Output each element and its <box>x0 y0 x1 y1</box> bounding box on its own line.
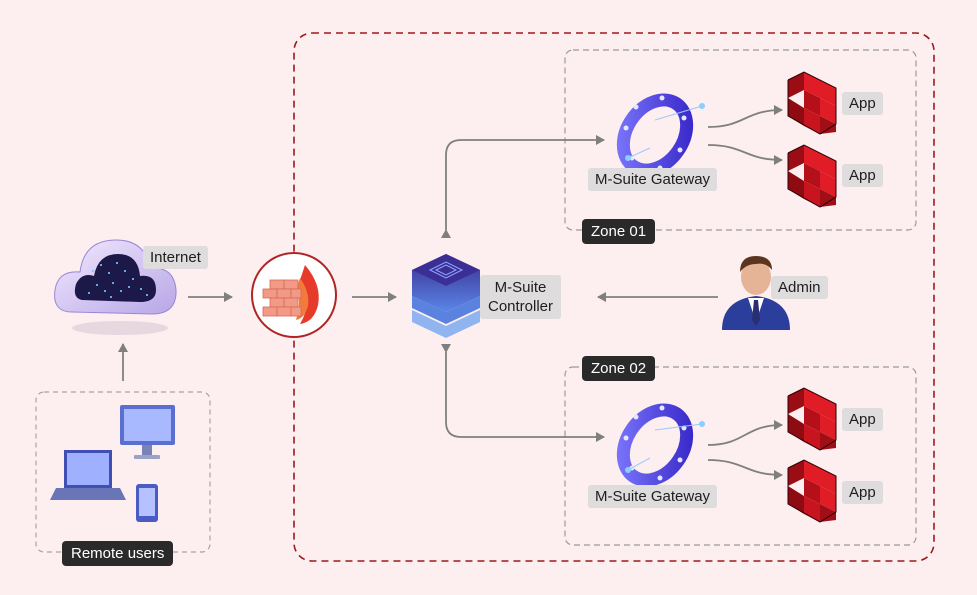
app-cubes-icon <box>787 387 837 451</box>
arrow-gw2-app3 <box>707 420 783 446</box>
firewall-icon <box>251 252 337 338</box>
remote-users-label: Remote users <box>62 541 174 566</box>
arrow-gw1-app1 <box>707 105 783 128</box>
gateway-2-label: M-Suite Gateway <box>588 485 718 508</box>
arrow-controller-gateway-2 <box>441 344 605 442</box>
app-cubes-icon <box>787 144 837 208</box>
gateway-ring-icon <box>616 93 705 177</box>
zone-02-label: Zone 02 <box>582 356 656 381</box>
zone-02-boundary <box>564 366 917 546</box>
arrow-controller-gateway-1 <box>441 135 605 238</box>
admin-label: Admin <box>771 276 828 299</box>
arrow-gw1-app2 <box>707 144 783 165</box>
devices-icon <box>50 405 175 522</box>
controller-label-line1: M-Suite <box>494 279 547 296</box>
connections <box>118 105 783 480</box>
app-label: App <box>842 408 883 431</box>
zone-01-label: Zone 01 <box>582 219 656 244</box>
internet-label: Internet <box>143 246 208 269</box>
app-label: App <box>842 481 883 504</box>
controller-label-line2: Controller <box>488 298 554 315</box>
gateway-1-label: M-Suite Gateway <box>588 168 718 191</box>
gateway-ring-icon <box>616 403 705 487</box>
arrow-gw2-app4 <box>707 459 783 480</box>
app-cubes-icon <box>787 459 837 523</box>
controller-label: M-Suite Controller <box>480 275 562 319</box>
admin-person-icon <box>722 256 790 330</box>
app-label: App <box>842 164 883 187</box>
app-label: App <box>842 92 883 115</box>
app-cubes-icon <box>787 71 837 135</box>
controller-icon <box>412 254 480 338</box>
